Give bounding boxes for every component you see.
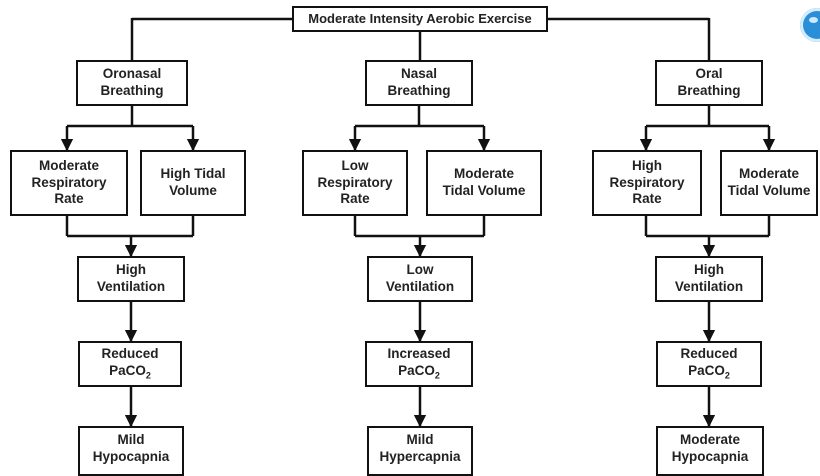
paco2-gas: PaCO bbox=[398, 362, 435, 378]
paco2-gas: PaCO bbox=[109, 362, 146, 378]
title-text: Moderate Intensity Aerobic Exercise bbox=[308, 10, 532, 26]
ventilation-line-1: Low bbox=[406, 262, 434, 278]
corner-badge-icon[interactable] bbox=[800, 8, 820, 42]
title-box: Moderate Intensity Aerobic Exercise bbox=[292, 6, 548, 32]
mode-line-1: Oronasal bbox=[102, 66, 162, 82]
volume-line-1: High Tidal bbox=[160, 166, 226, 182]
paco2-formula: PaCO2 bbox=[387, 363, 450, 382]
rate-line-3: Rate bbox=[340, 191, 370, 207]
outcome-line-2: Hypocapnia bbox=[671, 448, 749, 464]
paco2-gas: PaCO bbox=[688, 362, 725, 378]
outcome-line-1: Mild bbox=[406, 432, 434, 447]
ventilation-line-2: Ventilation bbox=[674, 279, 744, 294]
rate-line-2: Respiratory bbox=[609, 174, 685, 190]
paco2-label: Reduced bbox=[101, 346, 159, 362]
ventilation-line-2: Ventilation bbox=[96, 279, 166, 294]
outcome-line-1: Mild bbox=[117, 432, 145, 447]
outcome-line-2: Hypercapnia bbox=[379, 448, 461, 464]
ventilation-line-1: High bbox=[693, 262, 724, 278]
volume-line-1: Moderate bbox=[453, 166, 514, 182]
paco2-subscript: 2 bbox=[434, 370, 440, 381]
volume-line-2: Volume bbox=[169, 183, 217, 198]
mode-line-2: Breathing bbox=[100, 83, 164, 98]
rate-line-2: Respiratory bbox=[31, 174, 107, 190]
ventilation-line-2: Ventilation bbox=[385, 279, 455, 294]
mode-line-1: Oral bbox=[695, 66, 723, 82]
mode-line-2: Breathing bbox=[387, 83, 451, 98]
paco2-subscript: 2 bbox=[724, 370, 730, 381]
rate-line-1: Moderate bbox=[38, 157, 99, 173]
rate-line-1: Low bbox=[341, 157, 369, 173]
rate-line-2: Respiratory bbox=[317, 174, 393, 190]
paco2-label: Increased bbox=[387, 346, 451, 362]
outcome-line-1: Moderate bbox=[679, 432, 740, 447]
paco2-formula: PaCO2 bbox=[101, 363, 158, 382]
volume-line-2: Tidal Volume bbox=[442, 183, 526, 198]
volume-line-2: Tidal Volume bbox=[727, 183, 811, 198]
rate-line-3: Rate bbox=[54, 191, 84, 207]
mode-line-2: Breathing bbox=[677, 83, 741, 98]
paco2-formula: PaCO2 bbox=[680, 363, 737, 382]
paco2-subscript: 2 bbox=[145, 370, 151, 381]
outcome-line-2: Hypocapnia bbox=[92, 448, 170, 464]
paco2-label: Reduced bbox=[680, 346, 738, 362]
rate-line-1: High bbox=[632, 157, 662, 173]
rate-line-3: Rate bbox=[632, 191, 662, 207]
volume-line-1: Moderate bbox=[738, 166, 799, 182]
ventilation-line-1: High bbox=[115, 262, 146, 278]
mode-line-1: Nasal bbox=[400, 66, 437, 82]
